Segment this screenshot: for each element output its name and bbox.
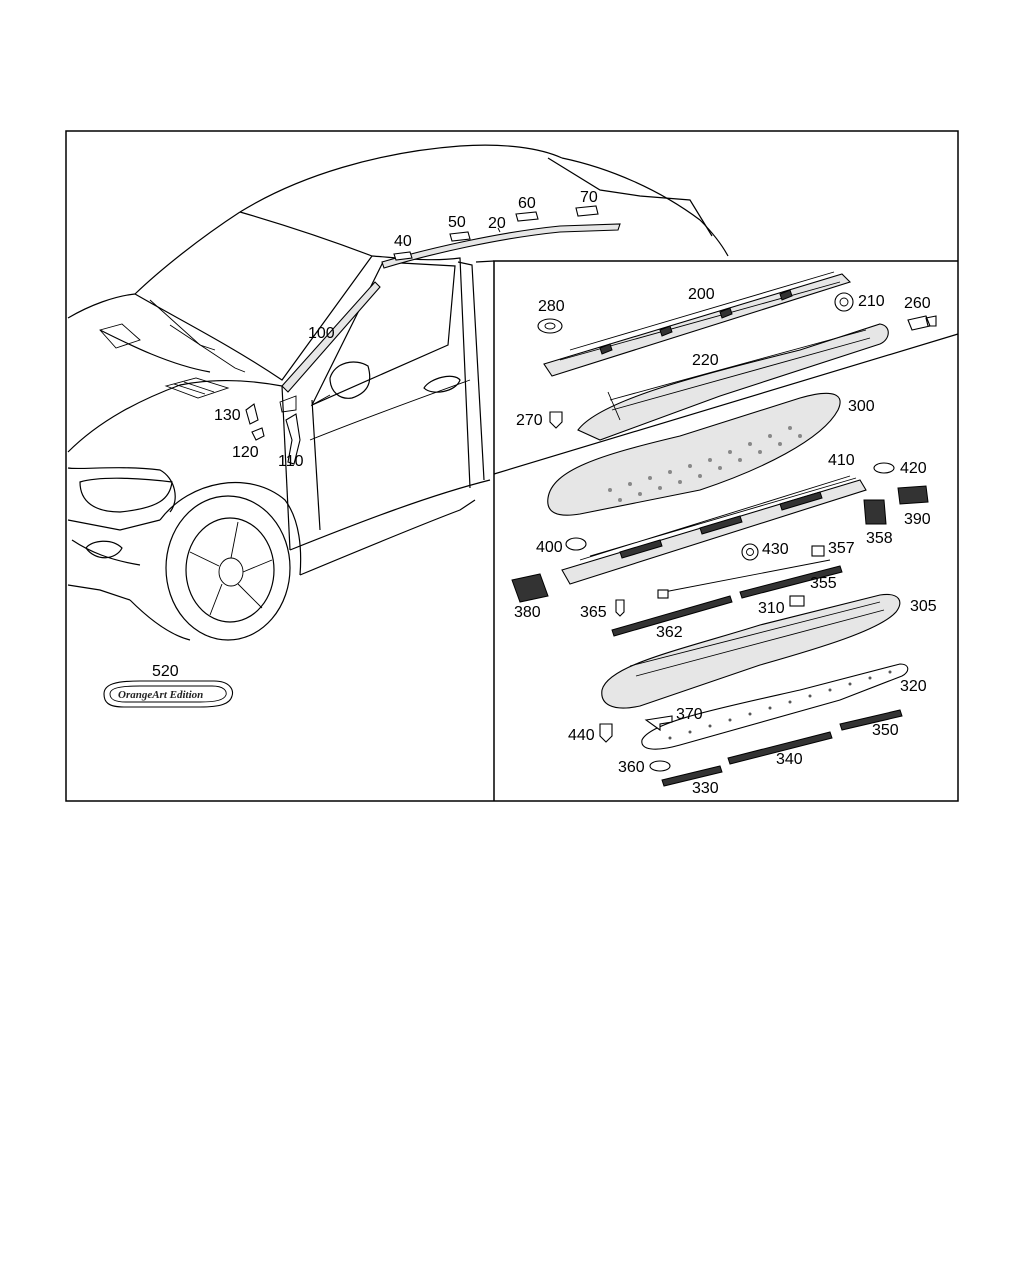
callout-280: 280: [538, 298, 565, 315]
callout-420: 420: [900, 460, 927, 477]
part-300-running-board: [547, 392, 841, 516]
callout-357: 357: [828, 540, 855, 557]
roof-clips: [393, 205, 599, 261]
callout-355: 355: [810, 575, 837, 592]
vehicle-outline: [67, 144, 729, 641]
callout-320: 320: [900, 678, 927, 695]
pillar-parts: [245, 403, 301, 465]
callout-400: 400: [536, 539, 563, 556]
part-220-cover: [577, 323, 889, 441]
part-305-running-board: [601, 593, 901, 709]
callout-20: 20: [488, 215, 506, 232]
callout-220: 220: [692, 352, 719, 369]
callout-330: 330: [692, 780, 719, 797]
callout-340: 340: [776, 751, 803, 768]
callout-440: 440: [568, 727, 595, 744]
callout-70: 70: [580, 189, 598, 206]
callout-520: 520: [152, 663, 179, 680]
callout-358: 358: [866, 530, 893, 547]
callout-380: 380: [514, 604, 541, 621]
part-200-bracket: [543, 271, 852, 377]
callout-50: 50: [448, 214, 466, 231]
callout-310: 310: [758, 600, 785, 617]
callout-270: 270: [516, 412, 543, 429]
callout-305: 305: [910, 598, 937, 615]
part-320-tread: [641, 663, 909, 750]
callout-370: 370: [676, 706, 703, 723]
callout-410: 410: [828, 452, 855, 469]
callout-200: 200: [688, 286, 715, 303]
callout-110: 110: [278, 453, 304, 470]
callout-390: 390: [904, 511, 931, 528]
callout-365: 365: [580, 604, 607, 621]
callout-210: 210: [858, 293, 885, 310]
callout-350: 350: [872, 722, 899, 739]
callout-430: 430: [762, 541, 789, 558]
small-fasteners: [511, 292, 937, 772]
callout-60: 60: [518, 195, 536, 212]
edition-badge: OrangeArt Edition: [103, 680, 234, 708]
callout-130: 130: [214, 407, 241, 424]
callout-120: 120: [232, 444, 259, 461]
callout-260: 260: [904, 295, 931, 312]
callout-40: 40: [394, 233, 412, 250]
tread-strips: [661, 709, 903, 787]
callout-labels: 40 50 20 60 70 100 130 120 110 520 200 2…: [152, 189, 937, 797]
callout-360: 360: [618, 759, 645, 776]
inset-divider: [493, 333, 959, 475]
callout-100: 100: [308, 325, 335, 342]
badge-text: OrangeArt Edition: [118, 689, 203, 701]
part-410-bracket: [561, 475, 867, 585]
callout-300: 300: [848, 398, 875, 415]
callout-362: 362: [656, 624, 683, 641]
diagram-frame: [65, 130, 959, 802]
